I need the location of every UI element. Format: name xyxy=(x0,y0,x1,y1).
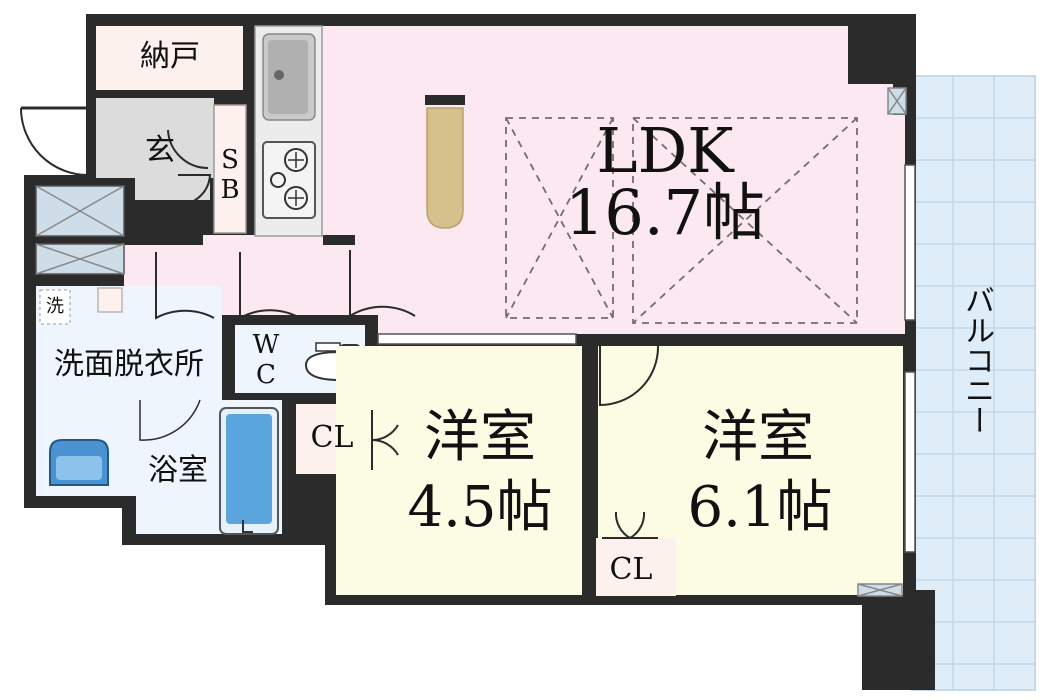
western-room-1 xyxy=(336,346,582,595)
shoe-box-label: SB xyxy=(215,145,245,205)
pipe-shafts xyxy=(35,185,125,275)
bathroom-label: 浴室 xyxy=(148,453,208,488)
western-room-1-size: 4.5帖 xyxy=(407,475,553,540)
balcony-label: バルコニー xyxy=(959,285,994,435)
kitchen xyxy=(254,25,323,237)
balcony xyxy=(911,75,1036,691)
wc-label: WC xyxy=(251,330,281,390)
closet-2-label: CL xyxy=(609,552,653,587)
storage-room xyxy=(96,26,243,90)
wet-area xyxy=(36,286,282,535)
ldk-size-label: 16.7帖 xyxy=(564,176,766,249)
ldk-room xyxy=(124,26,905,334)
ldk-name-label: LDK xyxy=(596,114,734,187)
western-room-1-name: 洋室 xyxy=(424,405,536,470)
storage-label: 納戸 xyxy=(140,39,200,74)
western-room-2-name: 洋室 xyxy=(702,405,814,470)
washer-label: 洗 xyxy=(46,296,64,317)
shoe-box xyxy=(213,104,247,234)
washroom-label: 洗面脱衣所 xyxy=(54,347,204,382)
vents xyxy=(857,87,907,597)
western-room-2-size: 6.1帖 xyxy=(687,475,833,540)
entrance-label: 玄 xyxy=(145,133,175,168)
closet-1-label: CL xyxy=(310,420,354,455)
